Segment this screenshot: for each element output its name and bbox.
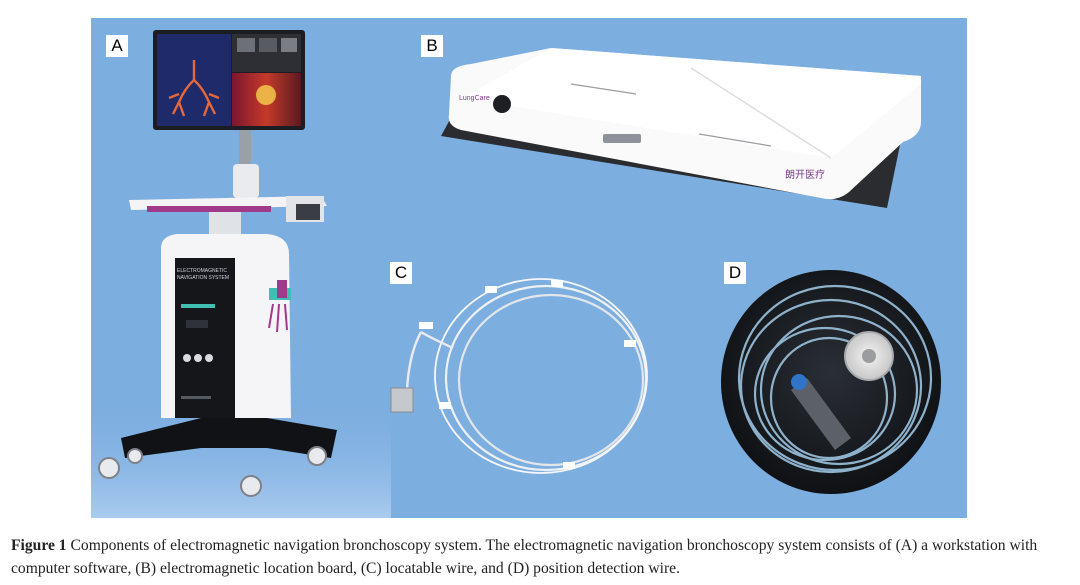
panel-label-b: B [421,35,443,57]
board-brand-left: LungCare [459,95,490,102]
wire-connector-icon [390,387,414,413]
table-purple-strip [147,206,271,212]
position-detection-wire-illustration [721,270,941,494]
panel-label-a: A [106,35,128,57]
locatable-wire-illustration [390,278,648,474]
figure-illustration: ELECTROMAGNETIC NAVIGATION SYSTEM [91,30,941,518]
console-text-1: ELECTROMAGNETIC [177,268,227,274]
figure-caption: Figure 1 Components of electromagnetic n… [11,534,1071,580]
panel-label-d: D [724,262,746,284]
figure-panel: ELECTROMAGNETIC NAVIGATION SYSTEM [91,18,967,518]
board-brand-right: 朗开医疗 [785,168,825,181]
location-board-illustration: LungCare 朗开医疗 [441,48,921,208]
airway-tree-icon [168,60,220,117]
board-knob-icon [493,95,511,113]
wire-spool-bowl [721,270,941,494]
wire-plug-icon [791,378,851,450]
caption-lead: Figure 1 [11,537,67,554]
workstation-cart-illustration: ELECTROMAGNETIC NAVIGATION SYSTEM [91,30,391,518]
cart-base [121,418,337,458]
caption-text: Components of electromagnetic navigation… [11,537,1038,577]
panel-label-c: C [390,262,412,284]
cart-front-panel [175,258,235,418]
console-text-2: NAVIGATION SYSTEM [177,275,229,281]
cart-teal-strip [181,304,215,308]
